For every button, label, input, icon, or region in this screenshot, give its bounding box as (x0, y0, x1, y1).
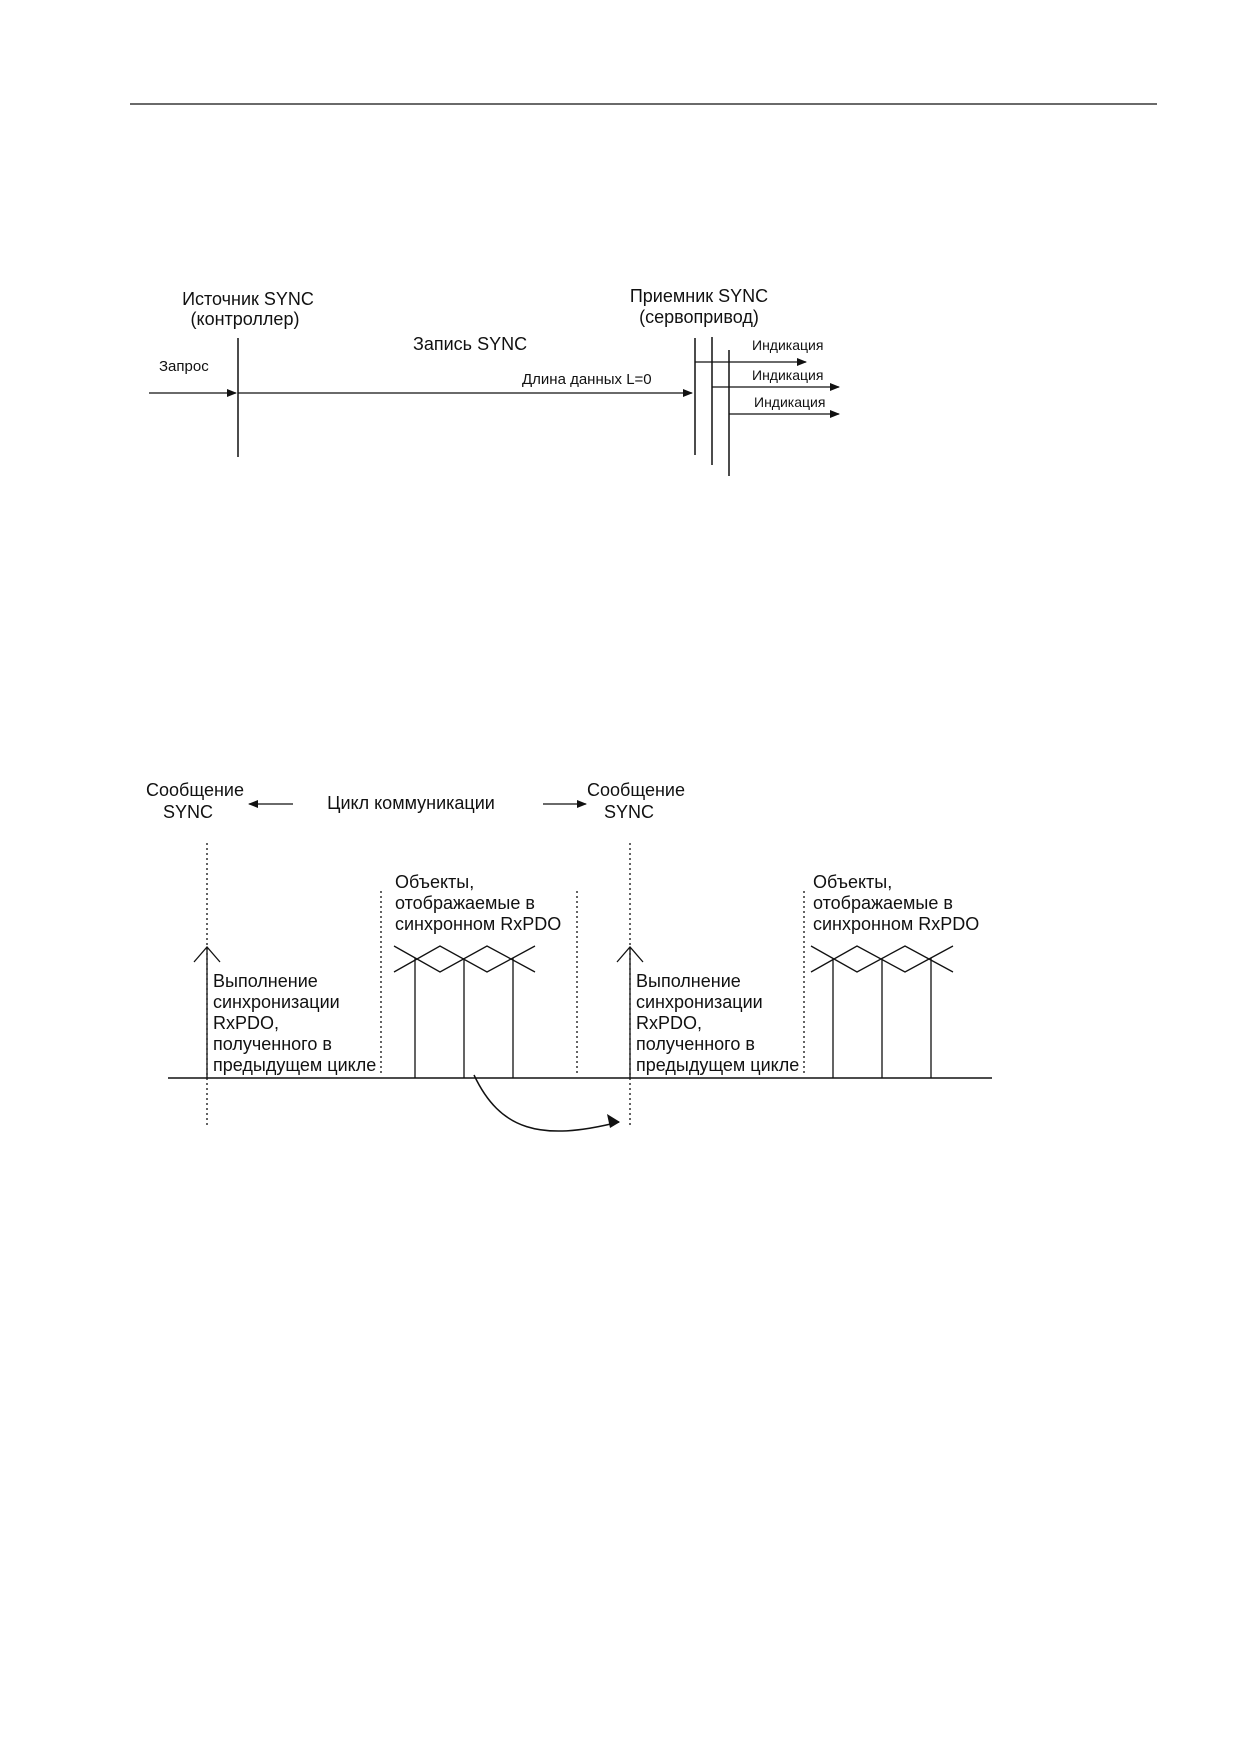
request-label: Запрос (159, 358, 209, 375)
execution-text-left-4: полученного в (213, 1034, 332, 1054)
write-label: Запись SYNC (413, 334, 527, 354)
indication-label-2: Индикация (752, 367, 823, 383)
indication-label-3: Индикация (754, 394, 825, 410)
execution-text-right-2: синхронизации (636, 992, 763, 1012)
object-cross-left (393, 945, 536, 973)
sync-cycle-diagram: Сообщение SYNC Сообщение SYNC Цикл комму… (146, 780, 992, 1132)
receiver-title: Приемник SYNC (630, 286, 768, 306)
execution-text-left-5: предыдущем цикле (213, 1055, 376, 1075)
source-subtitle: (контроллер) (191, 309, 300, 329)
execution-text-right-5: предыдущем цикле (636, 1055, 799, 1075)
execution-text-right-4: полученного в (636, 1034, 755, 1054)
execution-text-left-2: синхронизации (213, 992, 340, 1012)
transfer-arrowhead (607, 1114, 620, 1128)
execution-text-right-3: RxPDO, (636, 1013, 702, 1033)
received-objects-right (810, 945, 954, 1078)
sync-message-right-line1: Сообщение (587, 780, 685, 800)
execution-arrowhead-right (616, 946, 644, 963)
receiver-subtitle: (сервопривод) (639, 307, 759, 327)
execution-text-right-1: Выполнение (636, 971, 741, 991)
execution-text-left-1: Выполнение (213, 971, 318, 991)
received-objects-left (393, 945, 536, 1078)
transfer-curve (473, 1074, 620, 1132)
sync-service-diagram: Источник SYNC (контроллер) Приемник SYNC… (149, 286, 840, 476)
sync-message-left-line2: SYNC (163, 802, 213, 822)
sync-message-left-line1: Сообщение (146, 780, 244, 800)
objects-text-right-3: синхронном RxPDO (813, 914, 979, 934)
objects-text-right-2: отображаемые в (813, 893, 953, 913)
execution-arrowhead-left (193, 946, 221, 963)
indication-label-1: Индикация (752, 337, 823, 353)
object-cross-right (810, 945, 954, 973)
data-length-label: Длина данных L=0 (522, 371, 652, 388)
sync-message-right-line2: SYNC (604, 802, 654, 822)
execution-text-left-3: RxPDO, (213, 1013, 279, 1033)
objects-text-left-1: Объекты, (395, 872, 474, 892)
objects-text-left-3: синхронном RxPDO (395, 914, 561, 934)
communication-cycle-label: Цикл коммуникации (327, 793, 495, 813)
objects-text-right-1: Объекты, (813, 872, 892, 892)
source-title: Источник SYNC (182, 289, 314, 309)
objects-text-left-2: отображаемые в (395, 893, 535, 913)
